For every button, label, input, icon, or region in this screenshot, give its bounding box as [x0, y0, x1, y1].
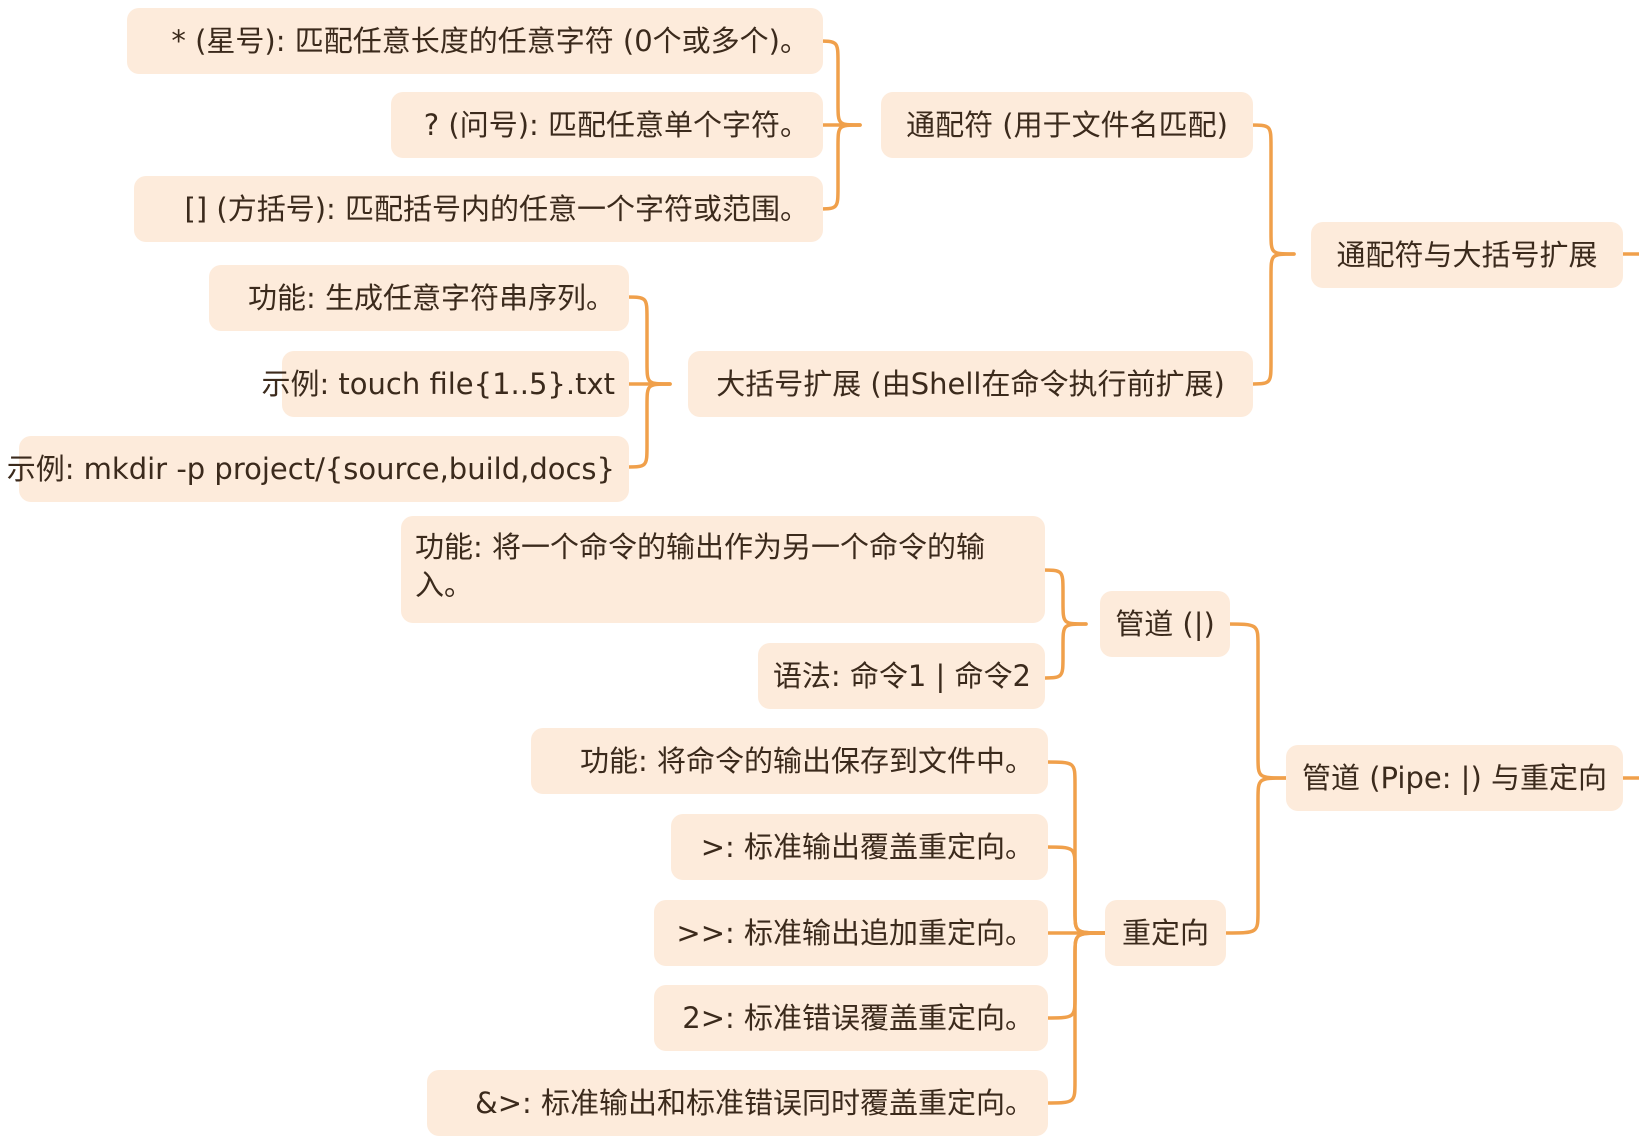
brace-expansion-branch-node[interactable]: 大括号扩展 (由Shell在命令执行前扩展): [688, 351, 1253, 417]
brace-example-mkdir-node[interactable]: 示例: mkdir -p project/{source,build,docs}: [7, 436, 629, 502]
wildcard-question-node[interactable]: ? (问号): 匹配任意单个字符。: [391, 92, 823, 158]
redirect-both-overwrite-node[interactable]: &>: 标准输出和标准错误同时覆盖重定向。: [427, 1070, 1048, 1136]
pipe-redirect-topic-node[interactable]: 管道 (Pipe: |) 与重定向: [1286, 745, 1623, 811]
connector-pipe-to-root: [1224, 622, 1288, 780]
redirect-branch-node[interactable]: 重定向: [1105, 900, 1226, 966]
connector-redirect-item-1: [1043, 845, 1107, 935]
wildcard-bracket-node[interactable]: [] (方括号): 匹配括号内的任意一个字符或范围。: [134, 176, 823, 242]
redirect-stdout-overwrite-node[interactable]: >: 标准输出覆盖重定向。: [671, 814, 1048, 880]
connector-redirect-item-4: [1043, 931, 1107, 1105]
connector-brace-item-0: [623, 295, 672, 386]
connector-brace-item-2: [623, 382, 672, 469]
wildcards-branch-node[interactable]: 通配符 (用于文件名匹配): [881, 92, 1253, 158]
connector-wildcards-to-root: [1247, 123, 1296, 256]
brace-function-node[interactable]: 功能: 生成任意字符串序列。: [209, 265, 629, 331]
redirect-function-node[interactable]: 功能: 将命令的输出保存到文件中。: [531, 728, 1048, 794]
connector-brace-to-root: [1247, 252, 1296, 386]
pipe-function-node[interactable]: 功能: 将一个命令的输出作为另一个命令的输入。: [401, 516, 1045, 623]
redirect-stdout-append-node[interactable]: >>: 标准输出追加重定向。: [654, 900, 1048, 966]
wildcards-brace-topic-node[interactable]: 通配符与大括号扩展: [1311, 222, 1623, 288]
connector-redirect-to-root: [1224, 776, 1288, 935]
brace-example-touch-node[interactable]: 示例: touch file{1..5}.txt: [261, 351, 629, 417]
wildcard-star-node[interactable]: * (星号): 匹配任意长度的任意字符 (0个或多个)。: [127, 8, 823, 74]
redirect-stderr-overwrite-node[interactable]: 2>: 标准错误覆盖重定向。: [654, 985, 1048, 1051]
connector-pipe-item-0: [1039, 568, 1088, 626]
connector-wildcard-item-2: [814, 123, 862, 211]
connector-pipe-item-1: [1039, 622, 1088, 680]
pipe-branch-node[interactable]: 管道 (|): [1100, 591, 1230, 657]
pipe-syntax-node[interactable]: 语法: 命令1 | 命令2: [758, 643, 1045, 709]
